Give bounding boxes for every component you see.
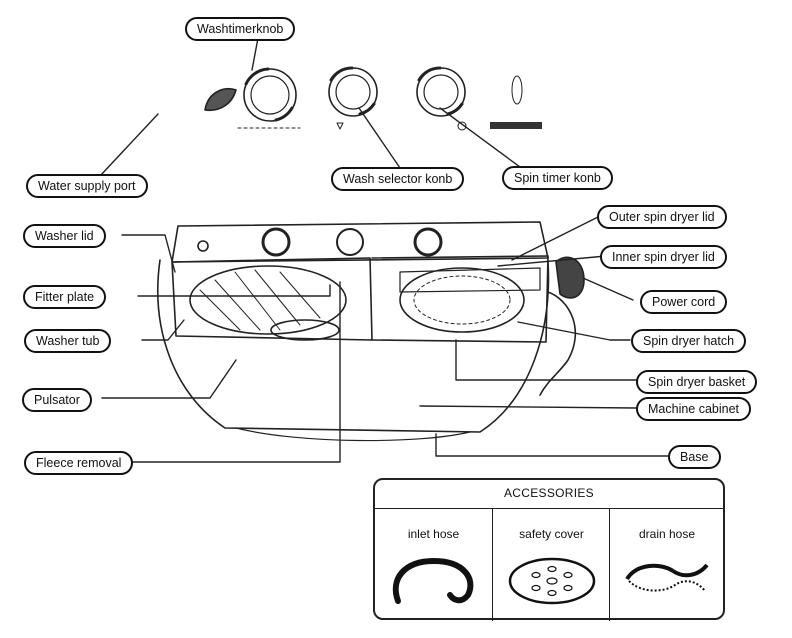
fleece-removal-label: Fleece removal — [24, 451, 134, 475]
washer-tub-label: Washer tub — [24, 329, 112, 353]
accessory-inlet-hose: inlet hose — [375, 509, 492, 621]
accessory-safety-cover: safety cover — [492, 509, 610, 621]
wash-selector-knob-label: Wash selector konb — [331, 167, 465, 191]
power-cord-label: Power cord — [640, 290, 728, 314]
washer-lid-label: Washer lid — [23, 224, 106, 248]
accessories-box: ACCESSORIES inlet hose safety cover drai… — [373, 478, 725, 621]
accessory-drain-hose: drain hose — [609, 509, 724, 621]
leader-lines — [99, 37, 669, 463]
outer-spin-dryer-lid-label: Outer spin dryer lid — [597, 205, 727, 229]
water-supply-port-label: Water supply port — [26, 174, 148, 198]
spin-dryer-basket-label: Spin dryer basket — [636, 370, 758, 394]
spin-timer-knob-label: Spin timer konb — [502, 166, 613, 190]
filter-plate-label: Fitter plate — [23, 285, 107, 309]
machine-cabinet-label: Machine cabinet — [636, 397, 752, 421]
wash-selector-knob-illustration — [328, 66, 378, 130]
base-label: Base — [668, 445, 721, 469]
safety-cover-icon — [508, 557, 596, 605]
leaf-icon — [204, 88, 237, 112]
accessory-label: inlet hose — [407, 527, 460, 541]
washing-machine-body — [157, 221, 585, 442]
accessories-row: inlet hose safety cover drain hose — [375, 508, 723, 621]
inlet-hose-icon — [392, 557, 474, 604]
inner-spin-dryer-lid-label: Inner spin dryer lid — [600, 245, 727, 269]
wash-timer-knob-illustration — [237, 67, 301, 129]
spin-dryer-hatch-label: Spin dryer hatch — [631, 329, 747, 353]
drain-hose-icon — [625, 563, 709, 592]
pulsator-label: Pulsator — [22, 388, 92, 412]
accessory-label: safety cover — [519, 527, 584, 541]
wash-timer-knob-label: Washtimerknob — [185, 17, 296, 41]
spin-timer-knob-illustration — [416, 66, 542, 131]
accessory-label: drain hose — [638, 527, 696, 541]
indicator-lamp-icon — [511, 75, 523, 105]
accessories-title: ACCESSORIES — [504, 486, 594, 500]
